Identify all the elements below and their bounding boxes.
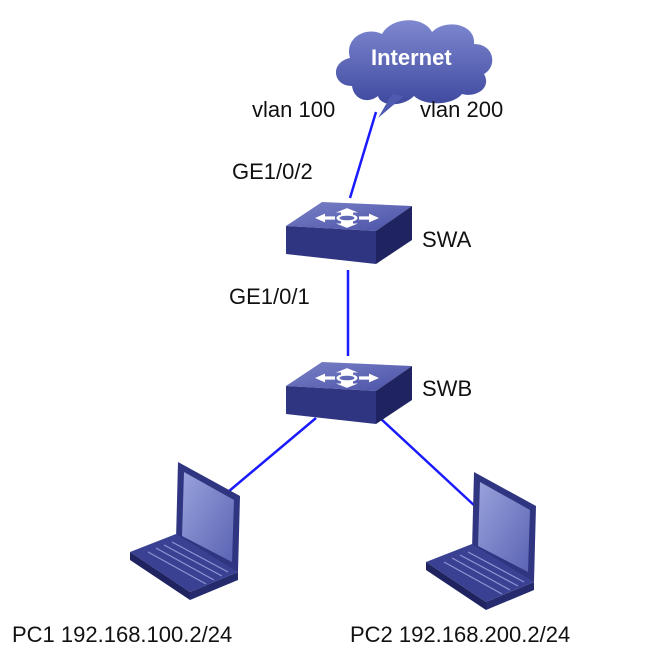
vlan-200-label: vlan 200 <box>420 97 504 122</box>
swa-downlink-port-label: GE1/0/1 <box>229 284 310 309</box>
internet-label: Internet <box>371 45 452 70</box>
pc2-laptop-icon <box>426 472 536 610</box>
internet-cloud-icon <box>335 20 493 118</box>
switch-b-icon <box>286 362 412 424</box>
link-swb-pc2 <box>379 417 477 508</box>
pc1-laptop-icon <box>130 462 240 600</box>
vlan-100-label: vlan 100 <box>252 97 336 122</box>
switch-a-icon <box>286 202 412 264</box>
pc2-label: PC2 192.168.200.2/24 <box>350 622 571 647</box>
swa-label: SWA <box>422 227 472 252</box>
swa-uplink-port-label: GE1/0/2 <box>232 159 313 184</box>
link-swb-pc1 <box>221 417 317 498</box>
link-internet-swa <box>348 111 378 199</box>
swb-label: SWB <box>422 376 473 401</box>
pc1-label: PC1 192.168.100.2/24 <box>12 622 233 647</box>
